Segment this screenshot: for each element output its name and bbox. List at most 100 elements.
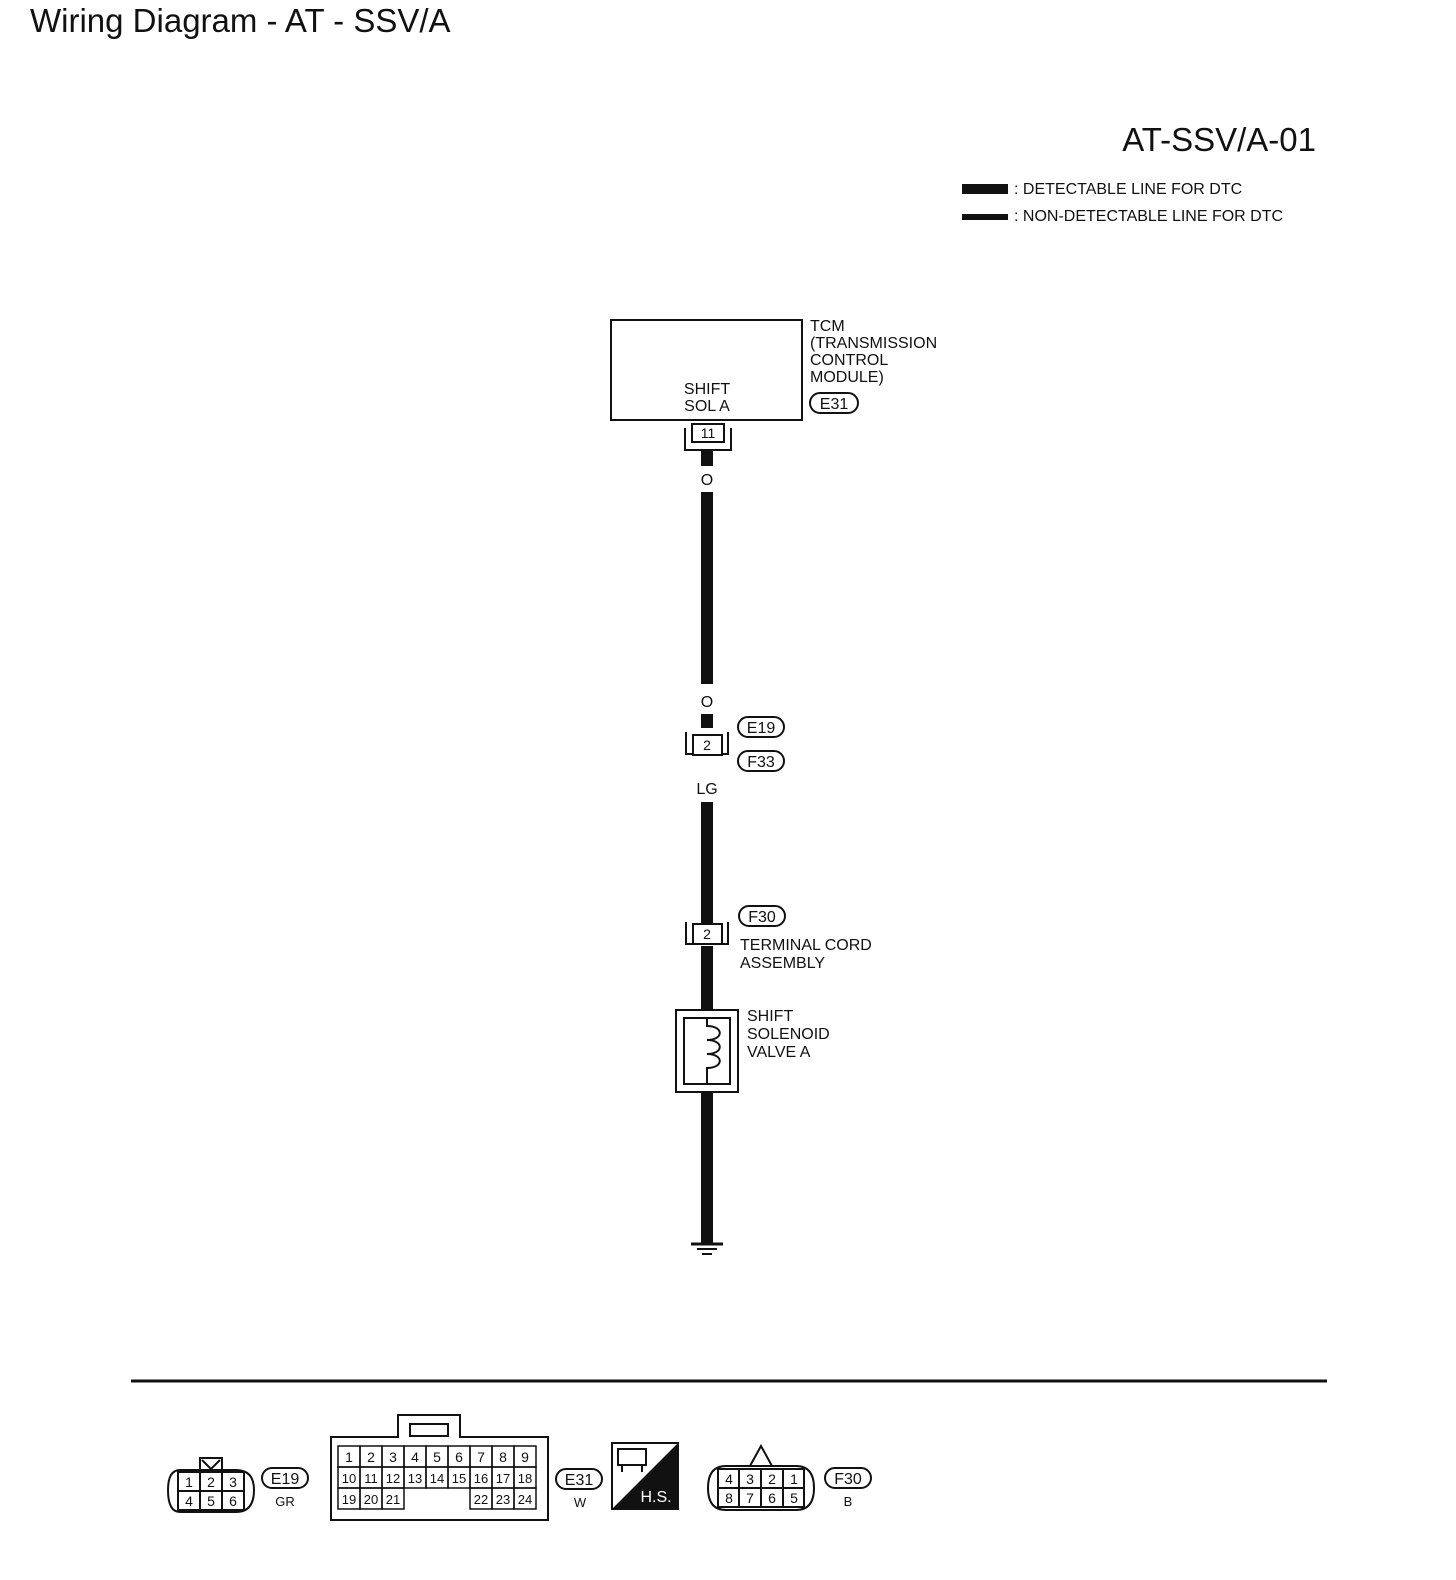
solenoid-name-2: SOLENOID xyxy=(747,1026,830,1043)
tcm-module: SHIFT SOL A TCM (TRANSMISSION CONTROL MO… xyxy=(610,318,937,421)
tcm-connector-badge-outline xyxy=(809,392,859,414)
page-title: Wiring Diagram - AT - SSV/A xyxy=(30,2,451,39)
connector-view-f30: 4 3 2 1 8 7 6 5 F30 B xyxy=(706,1443,872,1511)
connector-view-e31: 1 2 3 4 5 6 7 8 9 10 11 12 13 14 15 16 1… xyxy=(330,1414,603,1521)
e31-id: E31 xyxy=(565,1472,594,1489)
joint-connector-bottom-badge xyxy=(737,750,785,772)
e31-pin: 10 xyxy=(342,1471,356,1486)
legend-detectable-swatch xyxy=(962,184,1008,194)
terminal-cord-connector-id: F30 xyxy=(748,909,776,926)
e31-color: W xyxy=(574,1495,587,1510)
legend-detectable-label: : DETECTABLE LINE FOR DTC xyxy=(1014,181,1242,198)
tcm-internal-label-2: SOL A xyxy=(684,398,730,415)
terminal-cord-name-1: TERMINAL CORD xyxy=(740,937,872,954)
e19-pin: 1 xyxy=(185,1474,193,1490)
e31-pin: 22 xyxy=(474,1492,488,1507)
tcm-terminal: 11 xyxy=(684,423,732,451)
e19-pin: 4 xyxy=(185,1493,193,1509)
wire-color-upper-top: O xyxy=(701,472,713,489)
f30-color: B xyxy=(844,1494,853,1509)
e31-pin: 21 xyxy=(386,1492,400,1507)
e31-pin: 17 xyxy=(496,1471,510,1486)
e31-pin: 9 xyxy=(521,1449,529,1465)
e31-pin: 8 xyxy=(499,1449,507,1465)
tcm-name-line-3: CONTROL xyxy=(810,352,888,369)
joint-connector: 2 E19 F33 xyxy=(685,716,785,772)
e31-pin: 19 xyxy=(342,1492,356,1507)
e19-lock-icon xyxy=(201,1459,221,1471)
e31-pin: 24 xyxy=(518,1492,532,1507)
e19-id-badge xyxy=(261,1467,309,1489)
e19-pin: 3 xyxy=(229,1474,237,1490)
legend-non-detectable-swatch xyxy=(962,214,1008,220)
f30-pin: 4 xyxy=(725,1471,733,1487)
e31-pin: 13 xyxy=(408,1471,422,1486)
tcm-terminal-number: 11 xyxy=(701,425,716,441)
f30-key-icon xyxy=(749,1443,773,1467)
e31-pin: 2 xyxy=(367,1449,375,1465)
terminal-cord-badge xyxy=(738,905,786,927)
f30-pin: 1 xyxy=(790,1471,798,1487)
e19-color: GR xyxy=(275,1494,295,1509)
e19-id: E19 xyxy=(271,1471,300,1488)
wire-lower-segment xyxy=(701,802,713,924)
e31-pin: 14 xyxy=(430,1471,444,1486)
f30-pin: 5 xyxy=(790,1490,798,1506)
tcm-name-line-2: (TRANSMISSION xyxy=(810,335,937,352)
wire-color-upper-bottom: O xyxy=(701,694,713,711)
wire-color-lower: LG xyxy=(696,781,717,798)
hs-label: H.S. xyxy=(640,1489,671,1506)
ground-icon xyxy=(691,1242,723,1255)
e31-pin: 18 xyxy=(518,1471,532,1486)
joint-connector-terminal: 2 xyxy=(703,737,711,753)
joint-connector-bottom-id: F33 xyxy=(747,754,775,771)
f30-id: F30 xyxy=(834,1471,862,1488)
solenoid-coil-icon xyxy=(706,1018,721,1084)
wire-stub-tcm xyxy=(701,450,713,466)
solenoid-name-3: VALVE A xyxy=(747,1044,811,1061)
legend-non-detectable-label: : NON-DETECTABLE LINE FOR DTC xyxy=(1014,208,1283,225)
e31-pin: 4 xyxy=(411,1449,419,1465)
e19-pin: 2 xyxy=(207,1474,215,1490)
joint-connector-pin-box xyxy=(692,734,723,756)
e31-pin: 6 xyxy=(455,1449,463,1465)
e31-pin: 20 xyxy=(364,1492,378,1507)
f30-pin: 7 xyxy=(746,1490,754,1506)
wire-upper-segment xyxy=(701,492,713,684)
terminal-cord-name-2: ASSEMBLY xyxy=(740,955,825,972)
e31-id-badge xyxy=(555,1468,603,1490)
e31-pin-grid: 1 2 3 4 5 6 7 8 9 10 11 12 13 14 15 16 1… xyxy=(337,1445,537,1510)
e31-pin: 16 xyxy=(474,1471,488,1486)
wire-cord-to-solenoid xyxy=(701,946,713,1010)
e31-pin: 3 xyxy=(389,1449,397,1465)
diagram-code: AT-SSV/A-01 xyxy=(1122,121,1316,158)
tcm-connector-badge: E31 xyxy=(809,392,859,414)
e31-pin: 11 xyxy=(364,1471,378,1486)
tcm-box xyxy=(610,319,803,421)
hs-dark-triangle xyxy=(612,1443,678,1509)
tcm-terminal-pin-box xyxy=(691,423,725,443)
e31-pin: 12 xyxy=(386,1471,400,1486)
f30-pin: 2 xyxy=(768,1471,776,1487)
e31-pin: 1 xyxy=(345,1449,353,1465)
terminal-cord-pin-box xyxy=(692,923,723,945)
f30-id-badge xyxy=(824,1467,872,1489)
tcm-name-line-4: MODULE) xyxy=(810,369,884,386)
solenoid-name-1: SHIFT xyxy=(747,1008,793,1025)
f30-pin: 3 xyxy=(746,1471,754,1487)
tcm-name-line-1: TCM xyxy=(810,318,845,335)
e31-pin: 7 xyxy=(477,1449,485,1465)
shift-solenoid-valve: SHIFT SOLENOID VALVE A xyxy=(675,1008,830,1093)
legend: : DETECTABLE LINE FOR DTC : NON-DETECTAB… xyxy=(962,181,1283,225)
joint-connector-top-id: E19 xyxy=(747,720,776,737)
connector-view-e19: 1 2 3 4 5 6 E19 GR xyxy=(166,1457,309,1513)
e31-pin: 23 xyxy=(496,1492,510,1507)
harness-side-icon: H.S. xyxy=(611,1442,679,1510)
tcm-internal-label-1: SHIFT xyxy=(684,381,730,398)
terminal-cord-terminal: 2 xyxy=(703,926,711,942)
f30-pin: 6 xyxy=(768,1490,776,1506)
tcm-connector-id: E31 xyxy=(820,396,849,413)
terminal-cord-connector: 2 F30 TERMINAL CORD ASSEMBLY xyxy=(685,905,872,972)
e31-pin: 15 xyxy=(452,1471,466,1486)
